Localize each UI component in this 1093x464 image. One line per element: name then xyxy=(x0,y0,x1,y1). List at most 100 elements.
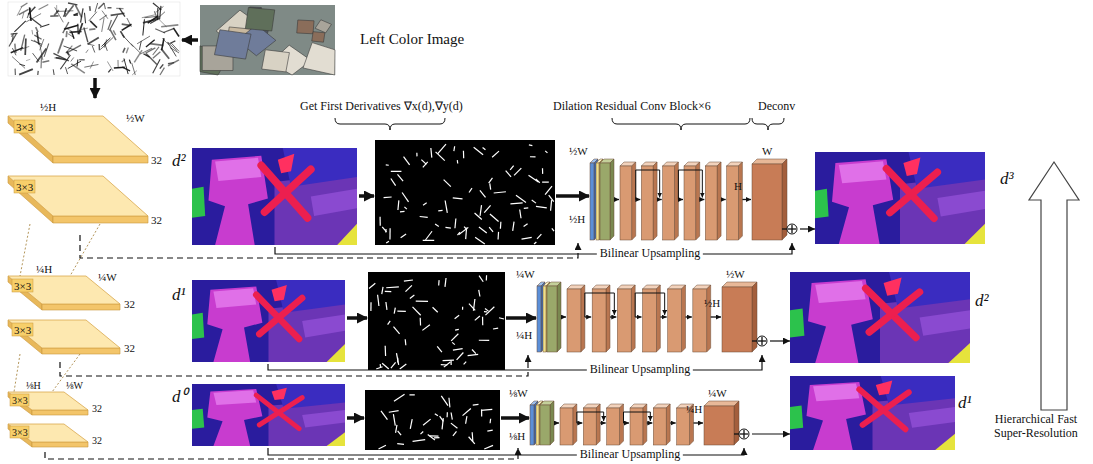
edge-label: Bilinear Upsampling xyxy=(577,448,683,461)
skip-connection xyxy=(585,293,614,317)
refined-disparity: d² xyxy=(790,270,995,365)
feature-slab-front xyxy=(53,156,148,163)
flow-arrow xyxy=(347,316,367,320)
dimension-label: ½H xyxy=(569,213,585,225)
gradient-edge xyxy=(435,224,439,226)
feature-slab-front xyxy=(53,216,148,223)
gradient-edge xyxy=(489,419,491,423)
brace xyxy=(335,118,445,130)
kernel-window xyxy=(14,180,35,193)
gradient-edge xyxy=(442,418,443,429)
edge-stroke xyxy=(65,31,67,37)
data-flow xyxy=(694,422,704,423)
edge-stroke xyxy=(89,28,95,31)
feature-slab-front xyxy=(42,304,120,310)
layer-side xyxy=(581,285,585,352)
gradient-edge xyxy=(416,300,428,302)
dimension-label: 3×3 xyxy=(12,395,28,406)
layer-side xyxy=(534,401,538,445)
edge-stroke xyxy=(137,36,150,44)
layer-block xyxy=(752,164,782,240)
layer-block xyxy=(620,166,632,240)
disparity-region xyxy=(920,310,970,335)
edge-stroke xyxy=(107,61,113,71)
layer-block xyxy=(704,406,734,445)
disparity-region xyxy=(337,224,357,245)
layer-top xyxy=(704,401,739,406)
layer-block xyxy=(607,408,620,445)
gradient-edge xyxy=(397,200,399,210)
gradient-edge xyxy=(514,168,521,175)
layer-side xyxy=(696,162,700,240)
disparity-object xyxy=(876,380,893,395)
gradient-edge xyxy=(441,396,448,406)
gradient-edge xyxy=(485,307,494,315)
disparity-region xyxy=(192,313,204,339)
gradient-edge xyxy=(438,210,442,212)
edge-stroke xyxy=(24,38,26,55)
edge-stroke xyxy=(63,22,69,33)
edge-stroke xyxy=(37,71,39,75)
edge-stroke xyxy=(40,56,42,68)
edge-stroke xyxy=(129,60,130,64)
edge-stroke xyxy=(58,38,63,53)
gradient-edge xyxy=(420,216,428,218)
gradient-edge xyxy=(391,362,396,368)
gradient-edge xyxy=(545,151,547,153)
dimension-label: 32 xyxy=(124,342,135,354)
disparity-object xyxy=(884,277,902,295)
edge-stroke xyxy=(55,7,64,22)
layer-side xyxy=(631,285,635,352)
layer-side xyxy=(656,285,660,352)
edge-stroke xyxy=(153,3,161,10)
gradient-edge xyxy=(429,435,438,436)
disparity-region xyxy=(269,400,346,447)
edge-stroke xyxy=(110,30,116,41)
gradient-edge xyxy=(423,240,434,241)
edge-stroke xyxy=(162,38,164,50)
edge-stroke xyxy=(145,48,155,53)
gradient-edge xyxy=(473,299,475,311)
edge-stroke xyxy=(139,41,141,50)
kernel-window xyxy=(10,426,29,438)
edge-stroke xyxy=(99,15,106,20)
data-connector xyxy=(800,228,815,229)
gradient-edge xyxy=(401,234,406,238)
edge-stroke xyxy=(44,44,49,57)
data-flow xyxy=(577,422,583,423)
gradient-edge xyxy=(489,178,493,183)
axis-caption: Hierarchical Fast Super-Resolution xyxy=(982,413,1090,441)
gradient-edge xyxy=(396,425,397,433)
edge-stroke xyxy=(60,55,70,69)
edge-stroke xyxy=(26,59,30,60)
disparity-region xyxy=(207,287,262,362)
flow-arrow xyxy=(506,316,536,320)
edge-stroke xyxy=(150,44,164,46)
data-flow xyxy=(647,422,653,423)
edge-stroke xyxy=(12,57,25,69)
data-flow xyxy=(742,199,751,200)
layer-block xyxy=(540,405,550,445)
disparity-object xyxy=(890,172,938,212)
data-flow xyxy=(752,340,757,341)
disparity-label: d¹ xyxy=(172,286,186,305)
sum-node xyxy=(787,224,797,234)
disparity-image xyxy=(815,152,985,244)
gradient-edge xyxy=(445,227,450,229)
layer-block xyxy=(596,163,599,240)
disparity-region xyxy=(815,189,829,218)
disparity-image xyxy=(790,272,970,363)
gradient-edge xyxy=(394,394,405,401)
layer-block xyxy=(543,286,546,352)
gradient-edge xyxy=(530,156,536,157)
edge-stroke xyxy=(113,30,115,35)
data-flow xyxy=(711,316,721,317)
edge-stroke xyxy=(107,7,111,8)
edge-label: Bilinear Upsampling xyxy=(597,247,703,260)
dimension-label: ¼W xyxy=(516,268,535,280)
flow-arrow xyxy=(359,194,374,198)
layer-side xyxy=(550,401,554,445)
gradient-edge xyxy=(430,148,432,158)
gradient-edge xyxy=(397,310,406,312)
edge-stroke xyxy=(65,8,67,13)
